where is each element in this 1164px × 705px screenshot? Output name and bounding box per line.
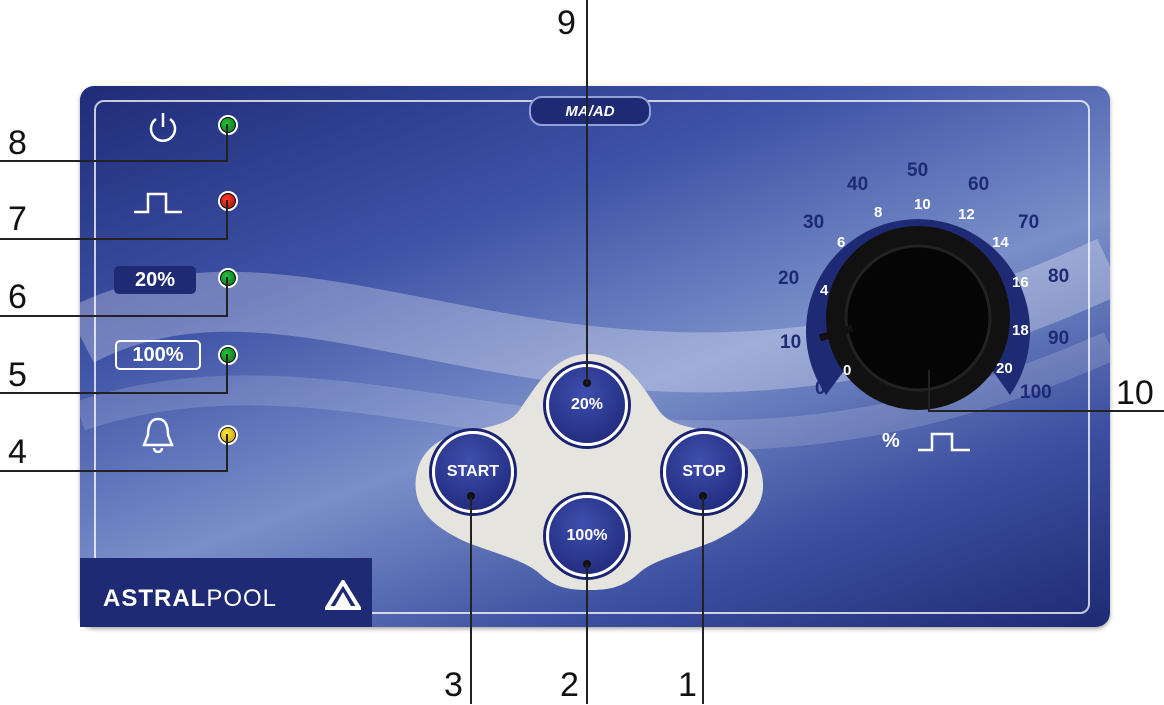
callout-line-4-v bbox=[226, 434, 228, 472]
callout-line-6 bbox=[0, 315, 228, 317]
button-pad-background bbox=[415, 354, 764, 590]
mode-label: MA/AD bbox=[529, 96, 651, 126]
dial-inner-tick: 10 bbox=[914, 196, 931, 213]
power-led bbox=[218, 115, 238, 135]
callout-line-2 bbox=[586, 565, 588, 704]
brand-box bbox=[80, 558, 372, 627]
dial-outer-tick: 30 bbox=[803, 212, 825, 233]
dial-outer-tick: 10 bbox=[780, 332, 802, 353]
callout-line-6-v bbox=[226, 277, 228, 317]
start-button[interactable]: START bbox=[432, 431, 514, 513]
dial-inner-tick: 20 bbox=[996, 360, 1013, 377]
callout-dot-1 bbox=[699, 492, 707, 500]
percent-100-button[interactable]: 100% bbox=[546, 495, 628, 577]
callout-number-4: 4 bbox=[8, 433, 27, 471]
callout-line-4 bbox=[0, 470, 228, 472]
dial-inner-tick: 18 bbox=[1012, 322, 1029, 339]
callout-line-8-v bbox=[226, 124, 228, 162]
callout-dot-2 bbox=[583, 560, 591, 568]
dial-outer-tick: 50 bbox=[907, 160, 929, 181]
frequency-dial[interactable] bbox=[790, 170, 1070, 430]
stop-button[interactable]: STOP bbox=[663, 431, 745, 513]
bell-icon bbox=[142, 417, 174, 453]
callout-line-3 bbox=[470, 497, 472, 704]
dial-pointer bbox=[818, 324, 854, 342]
callout-number-7: 7 bbox=[8, 200, 27, 238]
dial-inner-tick: 6 bbox=[837, 234, 846, 251]
callout-number-3: 3 bbox=[444, 666, 463, 704]
callout-number-10: 10 bbox=[1116, 374, 1154, 412]
alarm-led bbox=[218, 425, 238, 445]
dial-inner-tick: 8 bbox=[874, 204, 883, 221]
dial-outer-tick: 40 bbox=[847, 174, 869, 195]
callout-line-10 bbox=[928, 410, 1164, 412]
dial-inner-tick: 12 bbox=[958, 206, 975, 223]
percent-100-led bbox=[218, 345, 238, 365]
callout-line-1 bbox=[702, 497, 704, 704]
percent-20-led bbox=[218, 268, 238, 288]
brand-logo: ASTRALPOOL bbox=[103, 585, 277, 613]
power-icon bbox=[149, 113, 177, 142]
callout-line-5-v bbox=[226, 354, 228, 394]
brand-triangle-icon bbox=[325, 580, 361, 610]
dial-outer-tick: 60 bbox=[968, 174, 990, 195]
callout-number-1: 1 bbox=[678, 666, 697, 704]
dial-outer-tick: 20 bbox=[778, 268, 800, 289]
percent-100-label: 100% bbox=[115, 340, 201, 370]
callout-number-2: 2 bbox=[560, 666, 579, 704]
dial-outer-tick: 80 bbox=[1048, 266, 1070, 287]
dial-outer-tick: 0 bbox=[815, 378, 826, 399]
callout-line-7 bbox=[0, 238, 228, 240]
brand-bold-text: ASTRAL bbox=[103, 585, 207, 612]
callout-line-8 bbox=[0, 160, 228, 162]
dial-inner-tick: 4 bbox=[820, 282, 829, 299]
dial-unit-label: % bbox=[882, 430, 900, 452]
callout-line-10-v bbox=[928, 370, 930, 412]
dial-outer-tick: 100 bbox=[1020, 382, 1052, 403]
callout-number-9: 9 bbox=[557, 4, 576, 42]
callout-number-5: 5 bbox=[8, 356, 27, 394]
dial-outer-tick: 70 bbox=[1018, 212, 1040, 233]
pulse-icon bbox=[134, 192, 182, 214]
brand-light-text: POOL bbox=[206, 585, 278, 612]
percent-20-label: 20% bbox=[114, 266, 196, 294]
dial-outer-tick: 90 bbox=[1048, 328, 1070, 349]
dial-inner-tick: 0 bbox=[843, 362, 852, 379]
dial-inner-tick: 16 bbox=[1012, 274, 1029, 291]
callout-line-7-v bbox=[226, 200, 228, 240]
callout-dot-3 bbox=[467, 492, 475, 500]
callout-line-5 bbox=[0, 392, 228, 394]
pulse-led bbox=[218, 191, 238, 211]
dial-inner-tick: 14 bbox=[992, 234, 1009, 251]
callout-number-8: 8 bbox=[8, 124, 27, 162]
callout-line-9 bbox=[586, 0, 588, 384]
dial-pulse-icon bbox=[918, 432, 970, 452]
callout-number-6: 6 bbox=[8, 278, 27, 316]
